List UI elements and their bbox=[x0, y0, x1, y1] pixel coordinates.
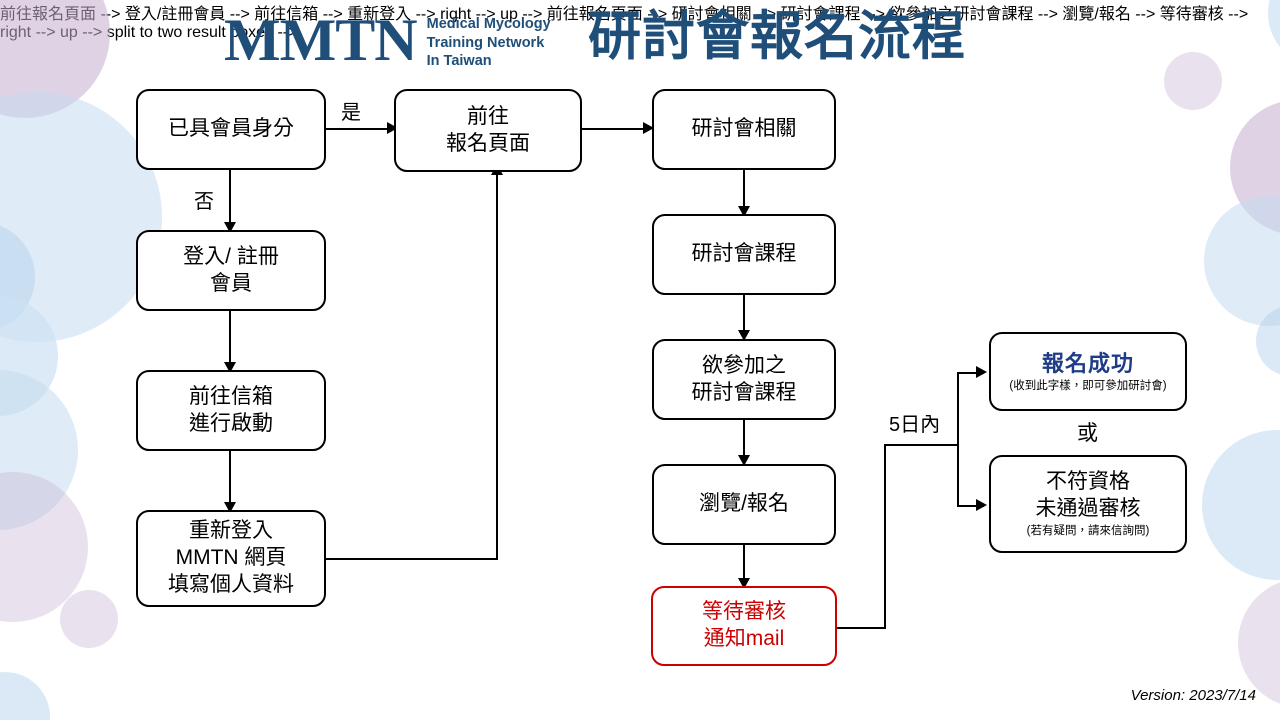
mmtn-logo: MMTN Medical Mycology Training Network I… bbox=[224, 8, 551, 71]
arrowhead-member-to-login bbox=[224, 222, 236, 233]
arrowhead-courses-to-desired bbox=[738, 330, 750, 341]
node-goto-mailbox[interactable]: 前往信箱 進行啟動 bbox=[136, 370, 326, 451]
decor-circle-right-upper bbox=[1230, 100, 1280, 235]
arrowhead-browse-to-waiting bbox=[738, 578, 750, 589]
node-relogin-fill-profile[interactable]: 重新登入 MMTN 網頁 填寫個人資料 bbox=[136, 510, 326, 607]
page-title: 研討會報名流程 bbox=[588, 7, 966, 66]
node-not-qualified-line1: 不符資格 bbox=[1046, 470, 1130, 494]
decor-circle-left-small bbox=[60, 590, 118, 648]
node-login-register-line2: 會員 bbox=[210, 271, 252, 295]
decor-circle-left-lavender bbox=[0, 472, 88, 622]
edge-member-to-signup bbox=[326, 128, 388, 131]
arrowhead-seminar-to-courses bbox=[738, 206, 750, 217]
node-not-qualified-note: (若有疑問，請來信詢問) bbox=[1026, 525, 1150, 538]
node-not-qualified-line2: 未通過審核 bbox=[1035, 497, 1141, 521]
node-not-qualified[interactable]: 不符資格 未通過審核 (若有疑問，請來信詢問) bbox=[989, 455, 1187, 553]
logo-tagline-line3: In Taiwan bbox=[426, 53, 492, 70]
edge-browse-to-waiting bbox=[743, 545, 746, 586]
edge-label-within-five-days: 5日內 bbox=[889, 414, 941, 436]
decor-circle-right-small bbox=[1164, 52, 1222, 110]
node-seminar-courses-line1: 研討會課程 bbox=[691, 242, 797, 266]
arrowhead-mailbox-to-relogin bbox=[224, 502, 236, 513]
decor-circle-right-lower bbox=[1202, 430, 1280, 580]
version-label: Version: 2023/7/14 bbox=[1130, 687, 1256, 704]
node-member-check-line1: 已具會員身分 bbox=[168, 117, 294, 141]
node-login-register[interactable]: 登入/ 註冊 會員 bbox=[136, 230, 326, 311]
edge-seminar-to-courses bbox=[743, 170, 746, 211]
node-seminar-courses[interactable]: 研討會課程 bbox=[652, 214, 836, 295]
arrowhead-login-to-mailbox bbox=[224, 362, 236, 373]
edge-login-to-mailbox bbox=[229, 311, 232, 368]
edge-desired-to-browse bbox=[743, 420, 746, 461]
logo-tagline-line2: Training Network bbox=[426, 34, 545, 51]
edge-split-to-success bbox=[957, 372, 984, 375]
logo-wordmark: MMTN bbox=[224, 7, 418, 73]
edge-relogin-right bbox=[326, 558, 498, 561]
node-goto-mailbox-line2: 進行啟動 bbox=[189, 411, 273, 435]
decor-circle-left-lower bbox=[0, 370, 78, 530]
node-signup-success[interactable]: 報名成功 (收到此字樣，即可參加研討會) bbox=[989, 332, 1187, 411]
node-goto-mailbox-line1: 前往信箱 bbox=[189, 384, 273, 408]
decor-circle-left-top bbox=[0, 0, 110, 118]
arrowhead-desired-to-browse bbox=[738, 455, 750, 466]
node-seminar-related[interactable]: 研討會相關 bbox=[652, 89, 836, 170]
node-goto-signup-page-line2: 報名頁面 bbox=[446, 131, 530, 155]
node-waiting-review[interactable]: 等待審核 通知mail bbox=[651, 586, 837, 666]
edge-label-no: 否 bbox=[194, 191, 214, 213]
decor-circle-right-top bbox=[1268, 0, 1280, 68]
node-waiting-review-line1: 等待審核 bbox=[702, 600, 786, 624]
edge-waiting-up bbox=[884, 444, 887, 629]
node-relogin-fill-profile-line3: 填寫個人資料 bbox=[168, 572, 294, 596]
decor-circle-left-mid bbox=[0, 222, 35, 332]
node-goto-signup-page-line1: 前往 bbox=[467, 104, 509, 128]
decor-circle-right-mid bbox=[1204, 196, 1280, 326]
decor-circle-left-mid2 bbox=[0, 296, 58, 416]
arrowhead-signup-to-seminar bbox=[643, 122, 654, 134]
node-desired-courses-line2: 研討會課程 bbox=[691, 380, 797, 404]
node-relogin-fill-profile-line2: MMTN 網頁 bbox=[175, 546, 287, 570]
node-login-register-line1: 登入/ 註冊 bbox=[183, 244, 279, 268]
node-goto-signup-page[interactable]: 前往 報名頁面 bbox=[394, 89, 582, 172]
node-signup-success-note: (收到此字樣，即可參加研討會) bbox=[1009, 379, 1167, 392]
node-browse-signup[interactable]: 瀏覽/報名 bbox=[652, 464, 836, 545]
edge-label-yes: 是 bbox=[341, 102, 361, 124]
node-browse-signup-line1: 瀏覽/報名 bbox=[699, 492, 789, 516]
logo-tagline: Medical Mycology Training Network In Tai… bbox=[427, 15, 551, 71]
arrowhead-member-to-signup bbox=[387, 122, 398, 134]
arrowhead-to-success bbox=[976, 366, 987, 378]
node-seminar-related-line1: 研討會相關 bbox=[691, 117, 797, 141]
logo-tagline-line1: Medical Mycology bbox=[426, 16, 551, 32]
edge-member-to-login bbox=[229, 170, 232, 227]
edge-waiting-to-split bbox=[884, 444, 959, 447]
node-signup-success-title: 報名成功 bbox=[1041, 350, 1134, 376]
arrowhead-to-rejected bbox=[976, 499, 987, 511]
node-relogin-fill-profile-line1: 重新登入 bbox=[189, 519, 273, 543]
node-member-check[interactable]: 已具會員身分 bbox=[136, 89, 326, 170]
decor-circle-right-mid2 bbox=[1256, 306, 1280, 376]
node-desired-courses-line1: 欲參加之 bbox=[702, 353, 786, 377]
label-or: 或 bbox=[1077, 422, 1098, 445]
decor-circle-left-bottom bbox=[0, 672, 50, 720]
edge-courses-to-desired bbox=[743, 295, 746, 336]
edge-signup-to-seminar bbox=[582, 128, 644, 131]
edge-split-to-rejected bbox=[957, 505, 984, 508]
edge-mailbox-to-relogin bbox=[229, 451, 232, 508]
node-waiting-review-line2: 通知mail bbox=[703, 627, 785, 650]
edge-relogin-up bbox=[496, 172, 499, 560]
node-desired-courses[interactable]: 欲參加之 研討會課程 bbox=[652, 339, 836, 420]
edge-waiting-right bbox=[836, 627, 886, 630]
edge-split-vertical bbox=[957, 372, 960, 507]
